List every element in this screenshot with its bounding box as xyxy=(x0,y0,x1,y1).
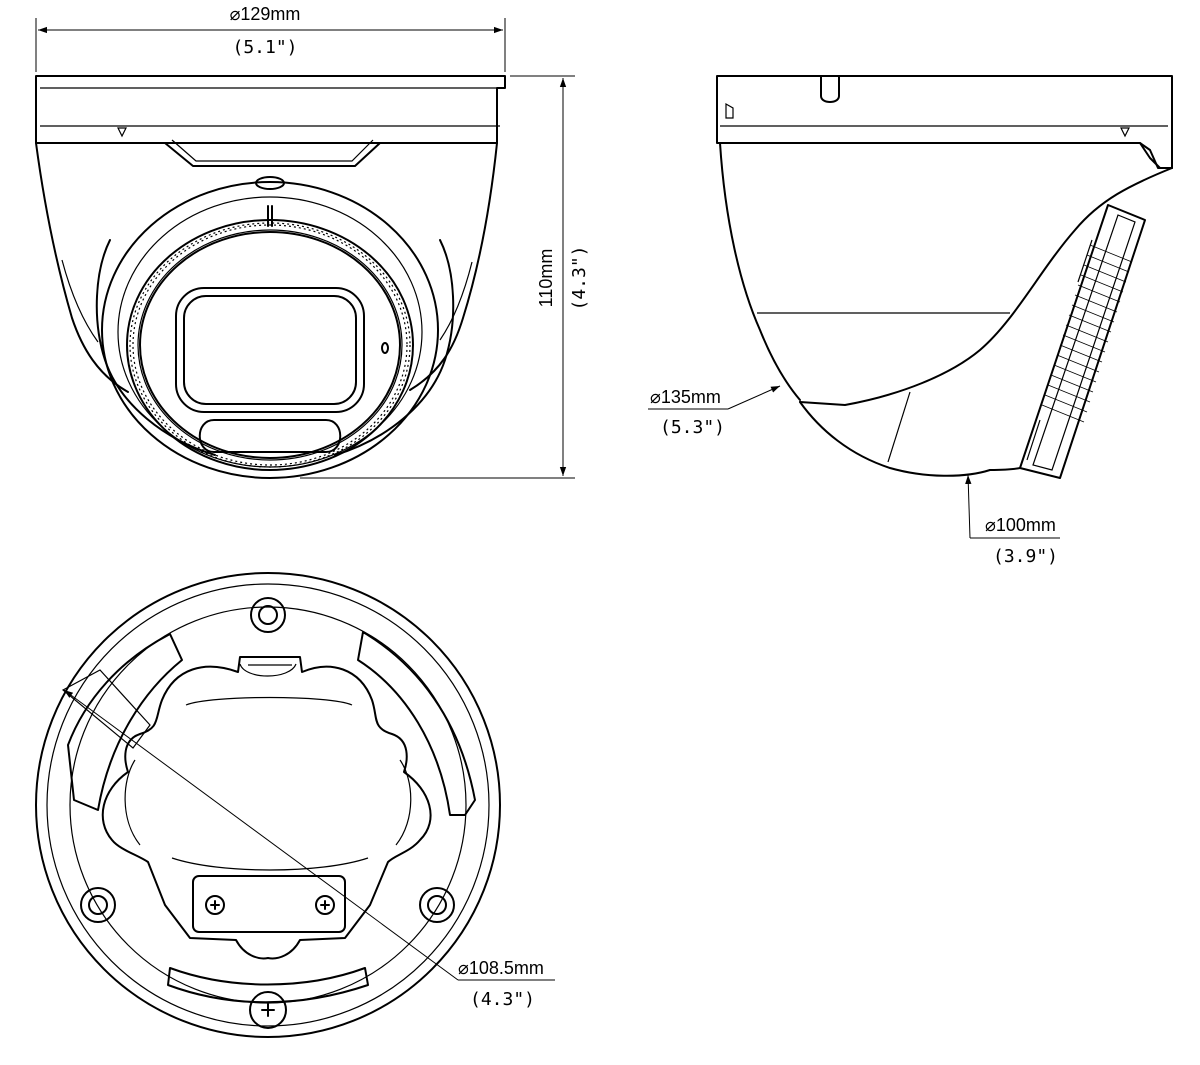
front-width-dimension: ⌀129mm (5.1") xyxy=(35,4,506,72)
base-view: ⌀108.5mm (4.3") xyxy=(35,572,555,1038)
front-ball xyxy=(95,176,455,479)
side-ball-mm: ⌀100mm xyxy=(985,515,1056,535)
base-mount-plate xyxy=(101,656,432,960)
side-dome-mm: ⌀135mm xyxy=(650,387,721,407)
front-width-in: (5.1") xyxy=(232,37,297,58)
side-dome-in: (5.3") xyxy=(660,417,725,438)
base-arc-slots xyxy=(61,631,476,1004)
front-height-dimension: 110mm (4.3") xyxy=(300,75,590,479)
side-ball-dimension: ⌀100mm (3.9") xyxy=(965,474,1060,567)
base-mount-in: (4.3") xyxy=(470,989,535,1010)
base-outer-ring xyxy=(35,572,501,1038)
front-dome-body xyxy=(35,142,129,393)
side-dome-dimension: ⌀135mm (5.3") xyxy=(648,385,781,438)
front-view: ⌀129mm (5.1") 110mm (4.3") xyxy=(35,4,590,479)
front-height-in: (4.3") xyxy=(569,245,590,310)
side-ribs xyxy=(1041,244,1133,423)
base-screw-holes xyxy=(80,597,455,1029)
side-base-ring xyxy=(716,75,1173,169)
side-dome-body xyxy=(719,142,801,401)
side-ball xyxy=(799,204,1146,479)
side-view: ⌀135mm (5.3") ⌀100mm (3.9") xyxy=(648,75,1173,567)
base-mount-dimension: ⌀108.5mm (4.3") xyxy=(63,689,555,1010)
side-ball-in: (3.9") xyxy=(993,546,1058,567)
front-width-mm: ⌀129mm xyxy=(230,4,301,24)
front-base-ring xyxy=(35,75,506,167)
base-mount-mm: ⌀108.5mm xyxy=(458,958,544,978)
front-height-mm: 110mm xyxy=(536,249,556,308)
